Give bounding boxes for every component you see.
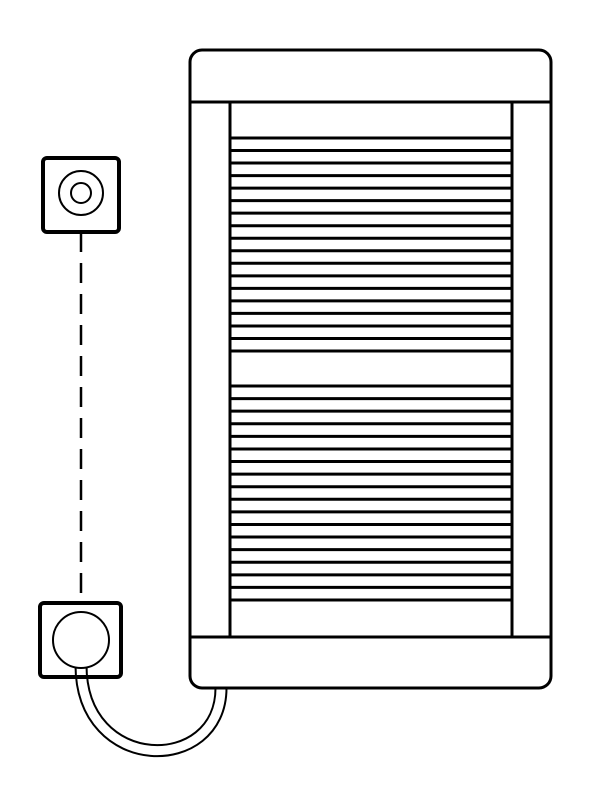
radiator-rails: [230, 136, 512, 602]
wall-socket-outlet-icon: [41, 156, 121, 234]
power-cable-icon: [74, 664, 228, 758]
plug-socket-icon: [38, 601, 123, 679]
towel-radiator-icon: [188, 48, 553, 690]
